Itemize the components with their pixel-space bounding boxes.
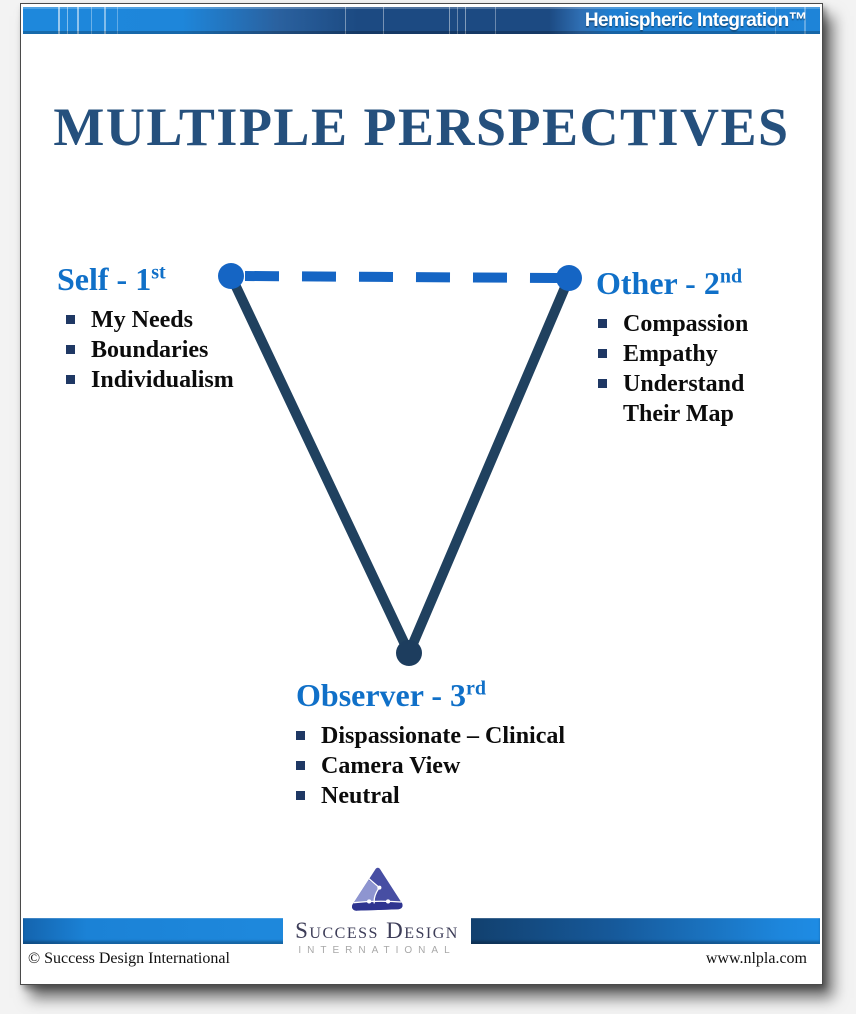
footer: © Success Design International www.nlpla… — [21, 950, 822, 968]
observer-node-dot — [396, 640, 422, 666]
self-other-dashed-line — [244, 271, 558, 283]
list-item: Camera View — [296, 751, 565, 781]
list-item: Neutral — [296, 781, 565, 811]
bullet-label: Understand Their Map — [623, 371, 745, 427]
other-heading-ordinal: nd — [719, 265, 743, 288]
bullet-label: Compassion — [623, 311, 749, 337]
bullet-label: My Needs — [91, 307, 193, 333]
website-url: www.nlpla.com — [705, 950, 807, 967]
observer-bullet-list: Dispassionate – Clinical Camera View Neu… — [296, 721, 565, 811]
list-item: Compassion — [598, 309, 781, 339]
bullet-square-icon — [598, 319, 607, 328]
bullet-square-icon — [66, 375, 75, 384]
list-item: Empathy — [598, 339, 781, 369]
brand-title: Hemispheric Integration™ — [584, 9, 808, 32]
bullet-square-icon — [66, 345, 75, 354]
puzzle-triangle-icon — [351, 867, 403, 911]
logo-name: Success Design — [295, 918, 459, 943]
copyright-text: © Success Design International — [28, 950, 230, 967]
observer-heading-label: Observer - 3 — [296, 677, 467, 713]
logo-subtitle: INTERNATIONAL — [298, 945, 456, 956]
bullet-square-icon — [296, 731, 305, 740]
self-observer-line — [226, 271, 414, 658]
other-bullet-list: Compassion Empathy Understand Their Map — [596, 309, 781, 429]
bullet-square-icon — [598, 349, 607, 358]
self-heading-label: Self - 1 — [57, 261, 152, 297]
page-title: MULTIPLE PERSPECTIVES — [53, 97, 790, 157]
self-heading: Self - 1st — [57, 262, 234, 296]
company-logo: Success Design INTERNATIONAL — [283, 856, 471, 978]
self-node-dot — [218, 263, 244, 289]
bullet-label: Dispassionate – Clinical — [321, 723, 566, 749]
bullet-square-icon — [296, 761, 305, 770]
bullet-label: Neutral — [321, 783, 400, 809]
other-node-dot — [556, 265, 582, 291]
list-item: Individualism — [66, 365, 234, 395]
other-heading-label: Other - 2 — [596, 265, 720, 301]
bullet-square-icon — [296, 791, 305, 800]
header-bar: Hemispheric Integration™ — [23, 7, 820, 34]
self-bullet-list: My Needs Boundaries Individualism — [57, 305, 234, 395]
document-page: Hemispheric Integration™ MULTIPLE PERSPE… — [20, 3, 823, 985]
list-item: Understand Their Map — [598, 369, 781, 429]
bullet-label: Empathy — [623, 341, 718, 367]
other-section: Other - 2nd Compassion Empathy Understan… — [596, 266, 781, 429]
observer-heading-ordinal: rd — [466, 677, 487, 700]
bullet-square-icon — [598, 379, 607, 388]
bullet-label: Boundaries — [91, 337, 209, 363]
observer-heading: Observer - 3rd — [296, 678, 565, 712]
list-item: My Needs — [66, 305, 234, 335]
self-section: Self - 1st My Needs Boundaries Individua… — [57, 262, 234, 395]
perspectives-triangle-diagram — [218, 263, 582, 666]
list-item: Boundaries — [66, 335, 234, 365]
bullet-label: Individualism — [91, 367, 234, 393]
other-heading: Other - 2nd — [596, 266, 781, 300]
observer-section: Observer - 3rd Dispassionate – Clinical … — [296, 678, 565, 811]
other-observer-line — [404, 273, 574, 658]
list-item: Dispassionate – Clinical — [296, 721, 565, 751]
bullet-square-icon — [66, 315, 75, 324]
self-heading-ordinal: st — [151, 261, 166, 284]
bullet-label: Camera View — [321, 753, 461, 779]
